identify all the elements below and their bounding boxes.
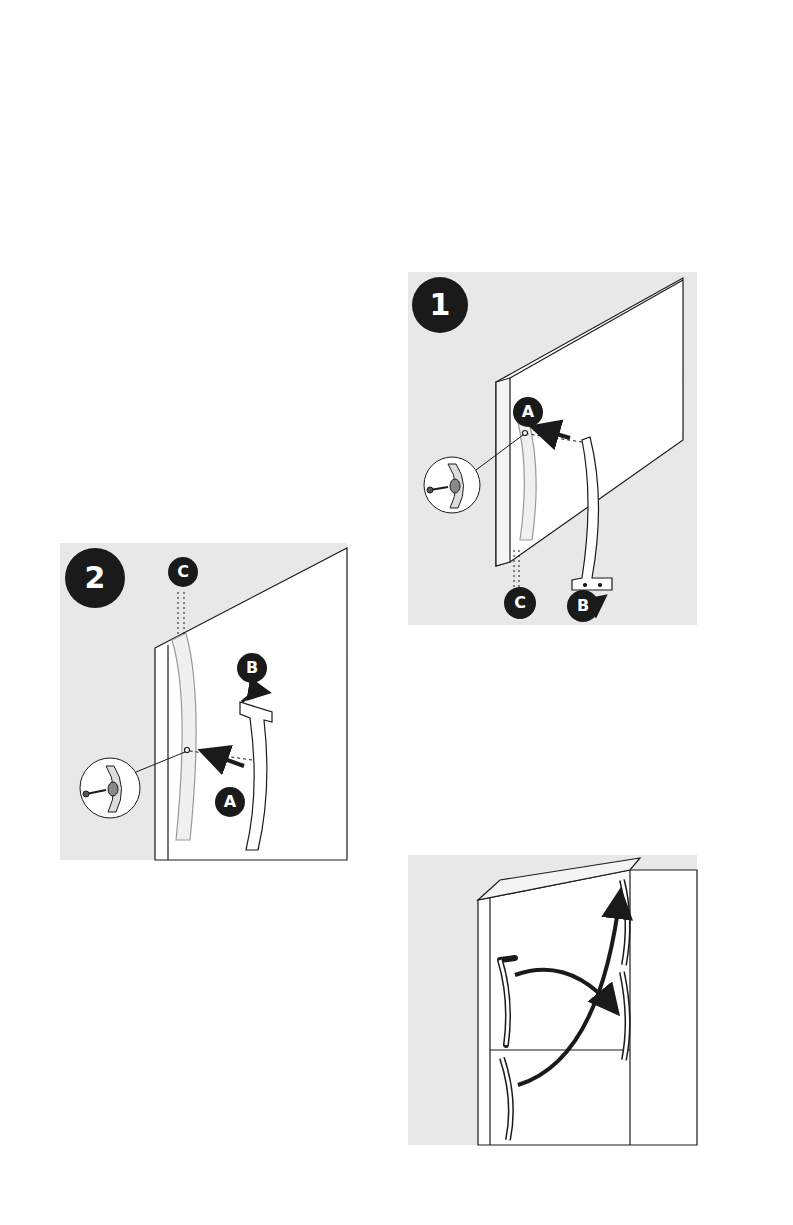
callout-badge: A [513, 397, 543, 427]
screw-inset-1 [424, 457, 480, 513]
inset-leader [476, 435, 523, 470]
screw-path [519, 548, 520, 592]
handle-panel-1 [572, 437, 612, 590]
callout-letter: 1 [430, 290, 451, 320]
arrow-a [205, 752, 244, 766]
screw-path [514, 548, 515, 592]
panel-1 [408, 272, 697, 625]
callout-letter: A [224, 794, 236, 810]
callout-badge: B [237, 653, 267, 683]
door-panel-2 [155, 548, 347, 860]
arrow-b [242, 692, 266, 702]
handle-panel-2 [240, 702, 272, 850]
callout-letter: C [177, 564, 189, 580]
inset-leader [136, 752, 185, 772]
callout-letter: 2 [85, 563, 106, 593]
screw-path [184, 592, 185, 636]
callout-badge: B [567, 590, 599, 622]
callout-badge: 2 [65, 548, 125, 608]
callout-letter: A [522, 404, 534, 420]
callout-badge: C [168, 557, 198, 587]
refrigerator [478, 858, 697, 1145]
move-arrow [518, 895, 620, 1085]
panel-2 [60, 543, 347, 860]
screw-path [178, 592, 179, 636]
panel-3 [408, 855, 697, 1145]
callout-letter: B [577, 598, 589, 614]
callout-badge: A [215, 787, 245, 817]
callout-badge: 1 [412, 277, 468, 333]
arrow-a [536, 428, 570, 438]
callout-letter: C [514, 595, 526, 611]
callout-badge: C [504, 587, 536, 619]
screw-inset-2 [80, 758, 140, 818]
callout-letter: B [246, 660, 258, 676]
